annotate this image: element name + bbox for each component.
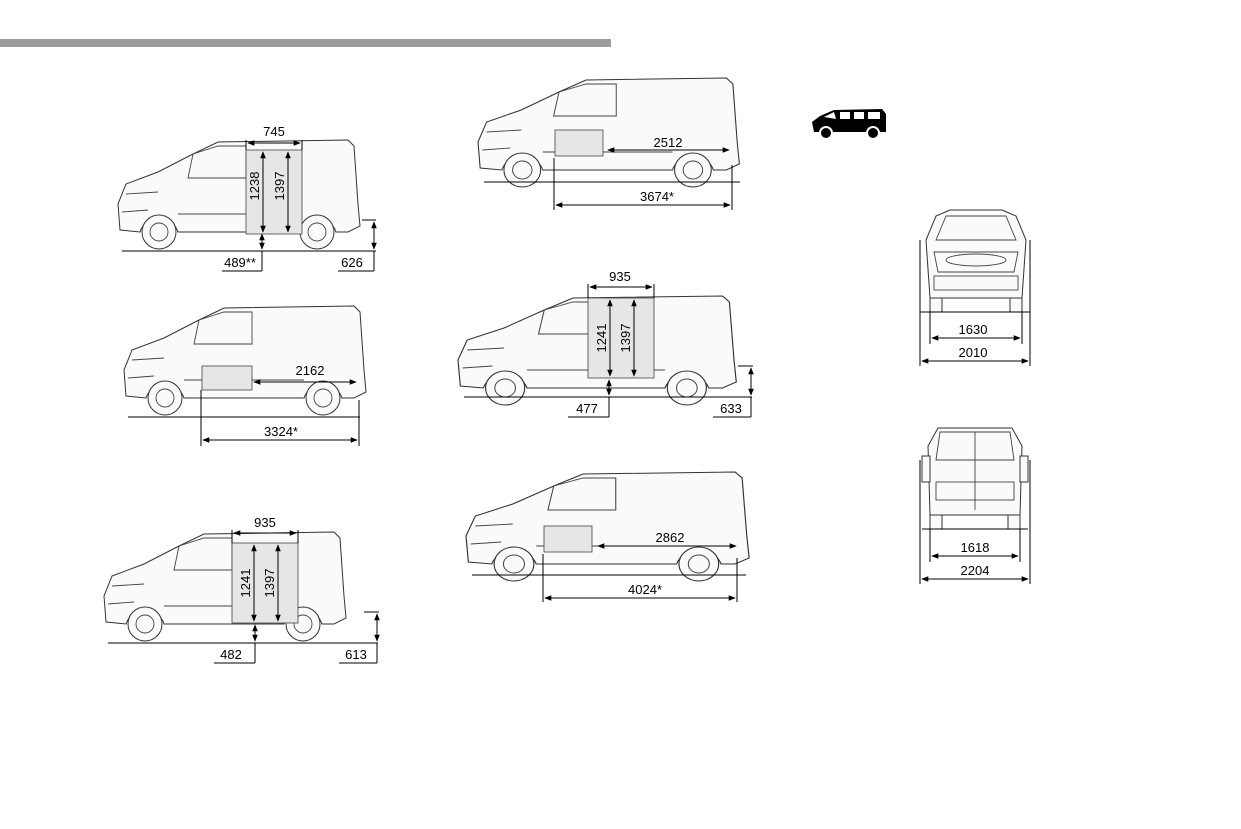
dim-opening-width: 935: [609, 269, 631, 284]
dim-opening-height-1: 1241: [238, 569, 253, 598]
front-view: 1630 2010: [919, 209, 1031, 366]
dim-floor-length: 2512: [654, 135, 683, 150]
dim-opening-height-1: 1241: [594, 324, 609, 353]
side-view-2: 2162 3324*: [123, 305, 367, 446]
dim-load-length: 4024*: [628, 582, 662, 597]
dim-step-height: 613: [345, 647, 367, 662]
dim-load-length: 3674*: [640, 189, 674, 204]
dim-step-height: 626: [341, 255, 363, 270]
side-view-4: 2512 3674*: [477, 77, 740, 210]
dim-sill-height: 482: [220, 647, 242, 662]
dim-opening-width: 745: [263, 124, 285, 139]
section-header-bar: [0, 39, 611, 47]
dim-floor-length: 2162: [296, 363, 325, 378]
dim-opening-height-2: 1397: [262, 569, 277, 598]
dim-opening-height-2: 1397: [272, 172, 287, 201]
dim-step-height: 633: [720, 401, 742, 416]
dim-opening-height-1: 1238: [247, 172, 262, 201]
dim-front-track: 1630: [959, 322, 988, 337]
dim-floor-length: 2862: [656, 530, 685, 545]
dim-opening-height-2: 1397: [618, 324, 633, 353]
dim-rear-track: 1618: [961, 540, 990, 555]
dim-load-length: 3324*: [264, 424, 298, 439]
dim-front-width: 2010: [959, 345, 988, 360]
rear-view: 1618 2204: [919, 427, 1031, 584]
side-view-1: 745 1238 1397 489** 626: [117, 124, 377, 272]
side-view-3: 935 1241 1397 482 613: [103, 515, 380, 664]
side-view-6: 2862 4024*: [465, 471, 750, 602]
dim-sill-height: 489**: [224, 255, 256, 270]
dim-opening-width: 935: [254, 515, 276, 530]
side-view-5: 935 1241 1397 477 633: [457, 269, 754, 418]
van-passenger-icon: [812, 109, 886, 140]
dim-rear-width: 2204: [961, 563, 990, 578]
dim-sill-height: 477: [576, 401, 598, 416]
